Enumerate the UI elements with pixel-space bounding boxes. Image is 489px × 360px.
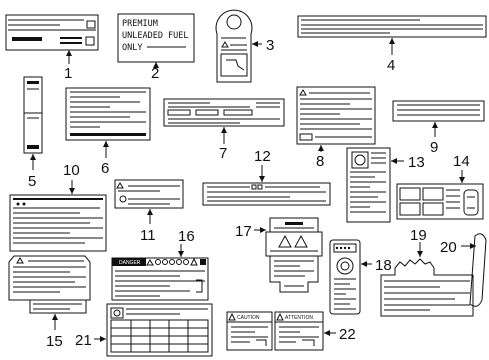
callout-11: 11 bbox=[140, 227, 156, 244]
callout-19: 19 bbox=[410, 227, 427, 244]
label-21-table: 21 bbox=[75, 303, 213, 357]
label-15: 15 bbox=[8, 255, 91, 350]
callout-5: 5 bbox=[28, 173, 36, 190]
fuel-line-1: PREMIUM bbox=[122, 19, 158, 29]
callout-4: 4 bbox=[387, 57, 395, 74]
label-19: 19 bbox=[380, 227, 474, 317]
callout-17: 17 bbox=[235, 223, 252, 240]
attention-tag: ATTENTION bbox=[285, 315, 313, 321]
label-12: 12 bbox=[202, 148, 331, 206]
label-18: 18 bbox=[329, 239, 392, 315]
callout-9: 9 bbox=[430, 139, 438, 156]
label-4: 4 bbox=[297, 15, 487, 74]
label-6: 6 bbox=[65, 87, 151, 177]
danger-tag: DANGER bbox=[119, 260, 141, 266]
label-17: 17 bbox=[235, 217, 323, 293]
callout-16: 16 bbox=[178, 228, 195, 245]
callout-13: 13 bbox=[408, 154, 425, 171]
label-8: 8 bbox=[296, 86, 376, 170]
callout-1: 1 bbox=[64, 65, 72, 82]
label-22-caution-attention: CAUTION ATTENTION 22 bbox=[226, 311, 356, 351]
caution-tag: CAUTION bbox=[237, 315, 260, 321]
label-1: 1 bbox=[5, 14, 99, 82]
fuel-line-3: ONLY bbox=[122, 43, 142, 53]
callout-15: 15 bbox=[46, 333, 63, 350]
label-16: DANGER 16 bbox=[111, 228, 209, 301]
callout-12: 12 bbox=[254, 148, 271, 165]
callout-3: 3 bbox=[266, 37, 274, 54]
label-20-strip: 20 bbox=[440, 233, 487, 307]
label-10: 10 bbox=[9, 162, 107, 252]
callout-18: 18 bbox=[375, 257, 392, 274]
callout-8: 8 bbox=[316, 153, 324, 170]
callout-14: 14 bbox=[453, 153, 470, 170]
callout-6: 6 bbox=[101, 160, 109, 177]
callout-22: 22 bbox=[339, 326, 356, 343]
callout-7: 7 bbox=[219, 145, 227, 162]
fuel-line-2: UNLEADED FUEL bbox=[122, 31, 189, 41]
callout-21: 21 bbox=[75, 332, 92, 349]
label-2-premium-fuel: PREMIUM UNLEADED FUEL ONLY 2 bbox=[117, 13, 195, 82]
label-11: 11 bbox=[114, 179, 184, 244]
label-9: 9 bbox=[392, 100, 485, 156]
label-5-tall: 5 bbox=[23, 76, 43, 190]
label-14: 14 bbox=[396, 153, 484, 220]
label-7: 7 bbox=[163, 98, 285, 162]
label-3-hang-tag: 3 bbox=[215, 9, 274, 83]
callout-20: 20 bbox=[440, 239, 457, 256]
callout-10: 10 bbox=[63, 162, 80, 179]
label-13: 13 bbox=[346, 147, 425, 223]
callout-2: 2 bbox=[151, 65, 159, 82]
